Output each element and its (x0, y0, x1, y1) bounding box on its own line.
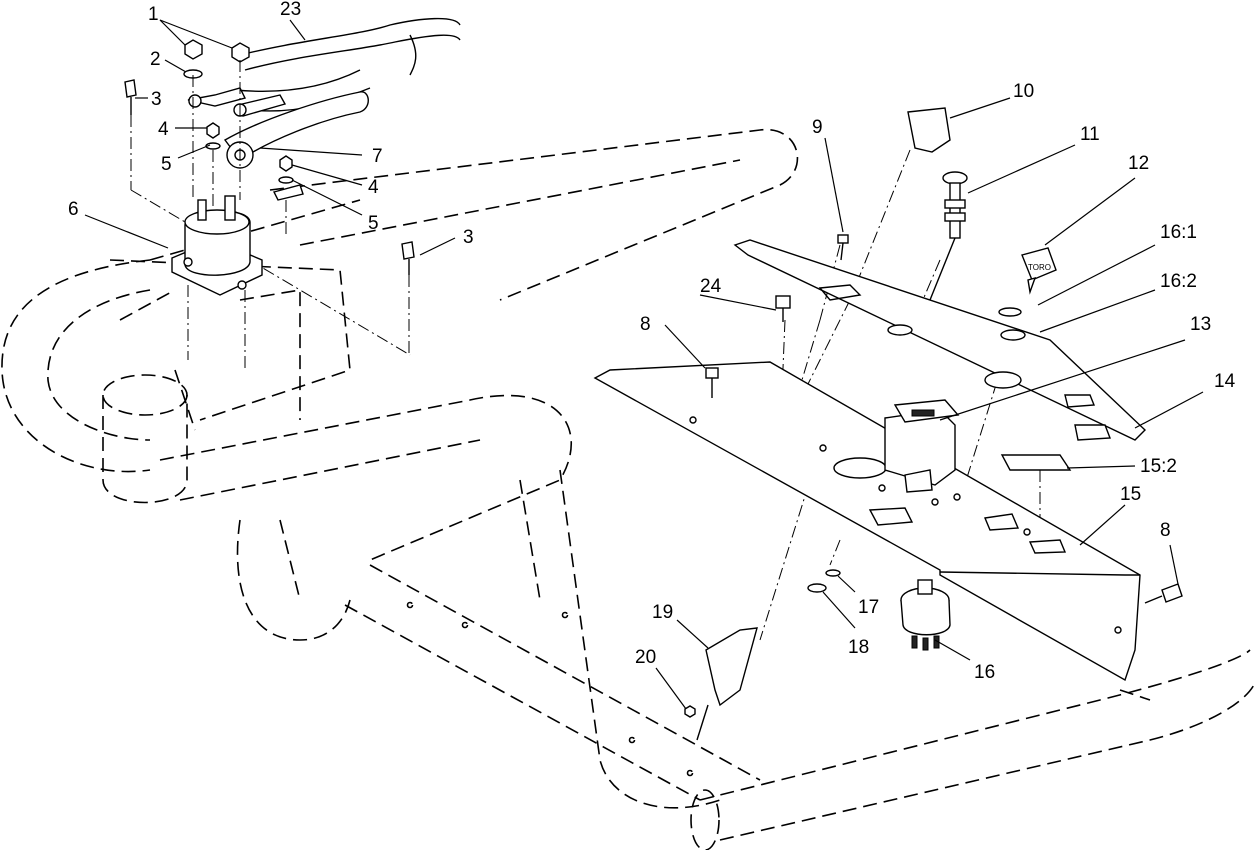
screws (705, 234, 1183, 604)
callout-3a: 3 (151, 89, 162, 110)
callout-6: 6 (68, 199, 79, 220)
throttle-bracket (684, 627, 758, 741)
ignition-key: TORO (1021, 247, 1057, 295)
callout-3b: 3 (463, 227, 474, 248)
assembly-axes (130, 60, 1041, 641)
callout-1: 1 (148, 4, 159, 25)
callout-15-2: 15:2 (1140, 456, 1177, 477)
callout-4b: 4 (368, 177, 379, 198)
callout-4a: 4 (158, 119, 169, 140)
callout-8b: 8 (1160, 520, 1171, 541)
callout-7: 7 (372, 146, 383, 167)
key-logo: TORO (1028, 263, 1051, 272)
callout-12: 12 (1128, 153, 1149, 174)
washers-16 (998, 307, 1026, 341)
callout-23: 23 (280, 0, 301, 20)
callout-9: 9 (812, 117, 823, 138)
callout-2: 2 (150, 49, 161, 70)
callout-10: 10 (1013, 81, 1034, 102)
callout-20: 20 (635, 647, 656, 668)
throttle-knob (907, 107, 951, 153)
wire-harness (187, 17, 461, 169)
washers-17-18 (807, 569, 841, 593)
callout-14: 14 (1214, 371, 1236, 392)
frame-phantom (1, 129, 1257, 850)
nut-washer-stack (124, 39, 415, 275)
callout-17: 17 (858, 597, 879, 618)
solenoid (171, 195, 263, 296)
leader-lines (84, 19, 1204, 710)
callout-24: 24 (700, 276, 722, 297)
callout-19: 19 (652, 602, 673, 623)
callout-16-1: 16:1 (1160, 222, 1197, 243)
ignition-switch (900, 579, 951, 651)
callout-labels: 1 2 3 4 5 6 7 4 5 3 23 8 9 10 11 12 16:1… (68, 0, 1236, 683)
control-panel-plate (593, 361, 1141, 682)
callout-16-2: 16:2 (1160, 271, 1197, 292)
callout-15: 15 (1120, 484, 1141, 505)
callout-13: 13 (1190, 314, 1211, 335)
callout-18: 18 (848, 637, 869, 658)
callout-16: 16 (974, 662, 995, 683)
callout-5b: 5 (368, 213, 379, 234)
callout-5a: 5 (161, 154, 172, 175)
seat-switch-module (884, 399, 960, 493)
decal-plate (733, 239, 1147, 441)
callout-11: 11 (1080, 124, 1100, 145)
callout-8a: 8 (640, 314, 651, 335)
choke-cable (929, 171, 968, 301)
